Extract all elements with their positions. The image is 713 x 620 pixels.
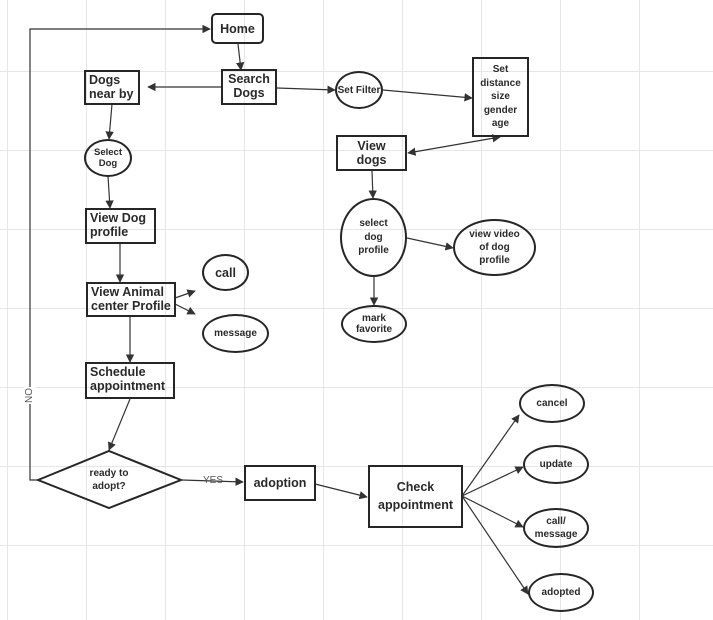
node-message-label: message	[214, 328, 257, 339]
edge-selectprofile-video	[406, 237, 454, 251]
node-select-dog-profile-label: select dog profile	[358, 218, 389, 257]
edge-check-adopted	[461, 495, 529, 595]
node-view-video: view video of dog profile	[453, 219, 536, 276]
node-mark-favorite: mark favorite	[341, 305, 407, 343]
node-update: update	[523, 445, 589, 484]
edge-label-yes: YES	[203, 475, 224, 486]
node-check-appointment: Check appointment	[368, 465, 463, 528]
edge-check-update	[461, 466, 524, 497]
edge-check-cancel	[461, 414, 520, 497]
edge-home-search	[235, 43, 245, 71]
node-adopted-label: adopted	[541, 587, 581, 598]
node-call: call	[202, 254, 249, 291]
node-view-animal-center-label: View Animal center Profile	[91, 285, 171, 314]
edge-animalcenter-call	[174, 289, 196, 299]
node-home: Home	[211, 13, 264, 44]
node-select-dog-label: Select Dog	[94, 147, 122, 169]
node-cancel: cancel	[519, 384, 585, 423]
node-ready-to-adopt-label: ready to adopt?	[89, 467, 129, 493]
node-view-dog-profile: View Dog profile	[85, 208, 156, 244]
node-set-criteria-label: Set distance size gender age	[480, 64, 521, 130]
node-call-label: call	[215, 265, 236, 280]
edge-schedule-decision	[107, 398, 131, 451]
node-cancel-label: cancel	[536, 398, 568, 409]
node-schedule-appointment: Schedule appointment	[85, 362, 175, 399]
node-dogs-near-by: Dogs near by	[84, 70, 140, 105]
edge-check-callmessage	[461, 495, 524, 528]
edge-decision-home-no	[29, 24, 211, 481]
node-schedule-appointment-label: Schedule appointment	[90, 365, 165, 394]
node-set-criteria: Set distance size gender age	[472, 57, 529, 137]
node-set-filter: Set Filter	[335, 71, 383, 109]
node-dogs-near-by-label: Dogs near by	[89, 73, 134, 102]
decision-ready-to-adopt-shape	[35, 449, 184, 510]
edge-nearby-selectdog	[105, 103, 114, 140]
node-view-dogs: View dogs	[336, 135, 407, 171]
node-view-video-label: view video of dog profile	[469, 229, 520, 266]
edge-animalcenter-message	[174, 303, 196, 315]
node-home-label: Home	[220, 21, 255, 36]
node-select-dog-profile: select dog profile	[340, 198, 407, 277]
node-message: message	[202, 314, 269, 353]
node-call-message-label: call/ message	[534, 516, 578, 540]
node-view-dogs-label: View dogs	[356, 138, 387, 167]
node-search-dogs: Search Dogs	[221, 69, 277, 105]
node-set-filter-label: Set Filter	[337, 84, 381, 96]
node-check-appointment-label: Check appointment	[378, 480, 453, 512]
edge-selectdog-profile	[105, 175, 114, 209]
edge-adoption-check	[314, 483, 368, 500]
edge-filter-criteria	[382, 89, 473, 102]
node-adopted: adopted	[528, 573, 594, 612]
node-ready-to-adopt: ready to adopt?	[70, 462, 148, 498]
node-adoption: adoption	[244, 465, 316, 501]
node-search-dogs-label: Search Dogs	[228, 72, 270, 101]
node-update-label: update	[539, 459, 573, 470]
node-call-message: call/ message	[523, 508, 589, 548]
node-adoption-label: adoption	[253, 475, 307, 490]
node-view-animal-center: View Animal center Profile	[86, 282, 176, 317]
edge-decision-adoption	[181, 477, 244, 486]
edge-criteria-viewdogs	[407, 134, 501, 156]
edge-viewdogs-selectprofile	[368, 170, 377, 199]
edge-search-filter	[276, 85, 336, 94]
edge-label-no: NO	[24, 387, 35, 404]
node-mark-favorite-label: mark favorite	[355, 313, 393, 335]
node-select-dog: Select Dog	[84, 139, 132, 177]
node-view-dog-profile-label: View Dog profile	[90, 211, 147, 240]
